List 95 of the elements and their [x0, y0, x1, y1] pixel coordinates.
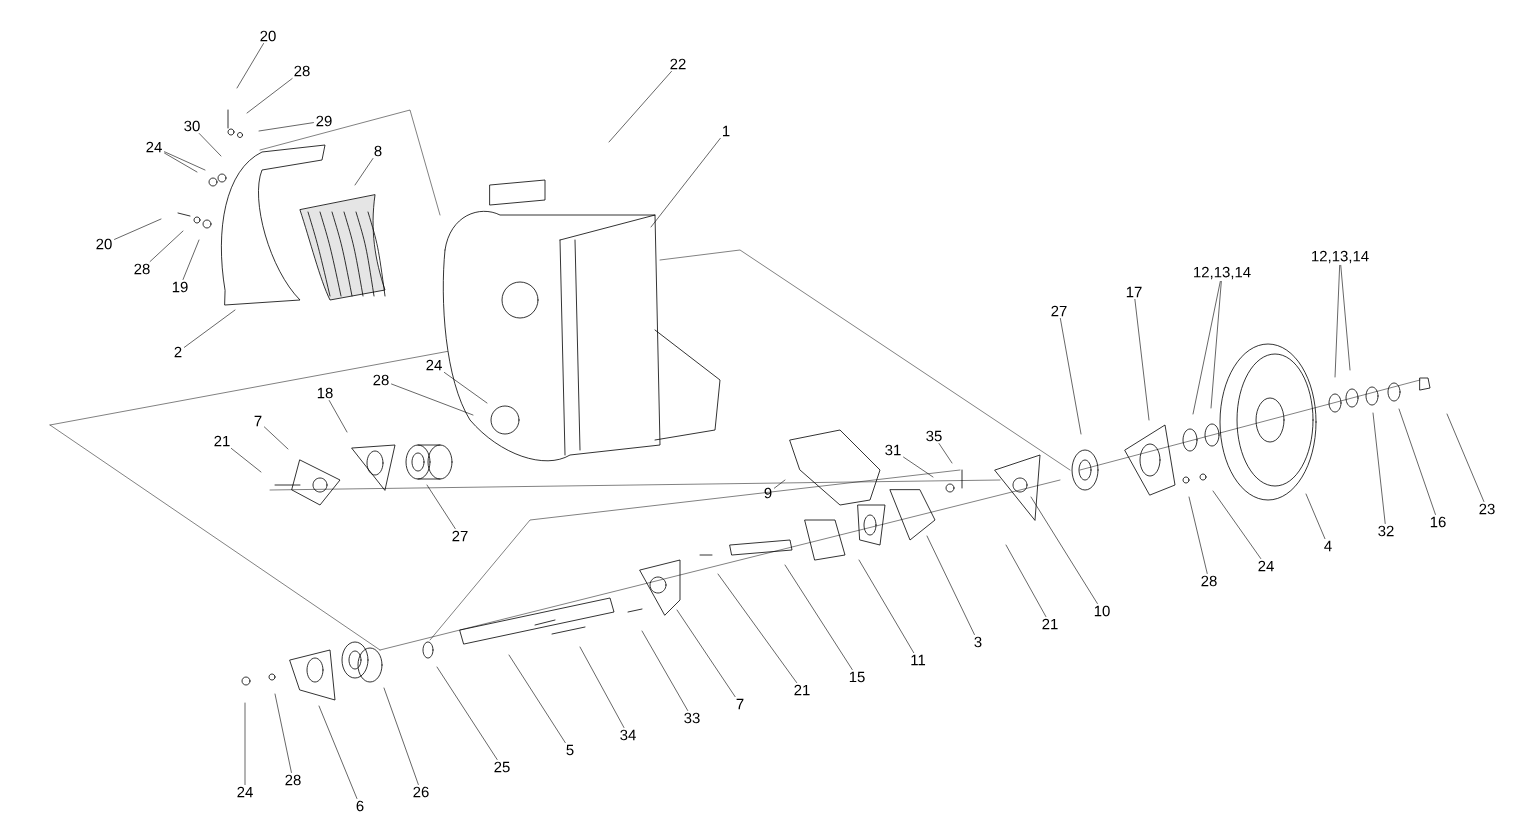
callout-number: 16	[1430, 516, 1446, 528]
leader-line	[1372, 412, 1386, 524]
leader-line	[717, 573, 797, 683]
leader-line	[1210, 281, 1222, 409]
callout-number: 24	[426, 359, 442, 371]
leader-line	[328, 400, 348, 433]
leader-line	[1192, 281, 1221, 415]
callout-number: 17	[1126, 286, 1142, 298]
callout-number: 21	[214, 435, 230, 447]
callout-number: 27	[1051, 305, 1067, 317]
leader-line	[508, 654, 566, 743]
leader-line	[244, 702, 246, 785]
leader-line	[164, 151, 206, 171]
leader-line	[1340, 265, 1351, 371]
leader-line	[608, 71, 672, 143]
leader-line	[784, 564, 853, 670]
leader-line	[650, 138, 721, 228]
leader-line	[1005, 544, 1047, 617]
callout-number: 27	[452, 530, 468, 542]
callout-number: 21	[794, 684, 810, 696]
leader-line	[1134, 299, 1150, 421]
callout-number: 29	[316, 115, 332, 127]
leader-line	[676, 609, 736, 697]
leader-line	[774, 479, 786, 489]
leader-line	[926, 535, 975, 635]
callout-number: 12,13,14	[1312, 250, 1369, 264]
callout-number: 28	[1201, 575, 1217, 587]
leader-line	[318, 705, 358, 799]
leader-line	[579, 646, 625, 728]
leader-line	[383, 687, 419, 785]
callout-number: 31	[885, 444, 901, 456]
leader-line	[1060, 318, 1082, 435]
leader-line	[903, 456, 934, 478]
leader-line	[1446, 413, 1485, 502]
leader-line	[444, 372, 488, 404]
callout-number: 19	[172, 281, 188, 293]
callout-number: 28	[294, 65, 310, 77]
leader-line	[198, 133, 222, 157]
leader-line	[1030, 496, 1098, 604]
leader-line	[236, 43, 264, 89]
callout-number: 34	[620, 729, 636, 741]
leader-line	[426, 484, 456, 529]
callout-number: 4	[1324, 540, 1332, 552]
callout-number: 28	[373, 374, 389, 386]
callout-number: 6	[356, 800, 364, 812]
leader-line	[184, 309, 236, 348]
callout-number: 20	[96, 238, 112, 250]
callout-number: 9	[764, 487, 772, 499]
leader-line	[858, 559, 914, 653]
callout-number: 18	[317, 387, 333, 399]
callout-number: 7	[736, 698, 744, 710]
leader-line	[1305, 493, 1326, 539]
callout-number: 28	[134, 263, 150, 275]
leader-line	[246, 78, 293, 114]
callout-number: 28	[285, 774, 301, 786]
leader-line	[114, 218, 162, 240]
leader-line	[258, 122, 314, 132]
callout-number: 33	[684, 712, 700, 724]
leader-line	[938, 443, 953, 464]
callout-number: 35	[926, 430, 942, 442]
leader-line	[436, 666, 498, 760]
callout-number: 23	[1479, 503, 1495, 515]
leader-line	[1212, 490, 1262, 559]
leader-line	[164, 152, 198, 173]
leader-line	[231, 448, 262, 473]
leader-line	[1334, 265, 1340, 378]
callout-number: 25	[494, 761, 510, 773]
callout-number: 1	[723, 125, 730, 137]
leader-line	[149, 230, 184, 262]
leader-line	[264, 426, 289, 450]
callout-number: 7	[254, 415, 262, 427]
callout-number: 8	[374, 145, 382, 157]
callout-number: 2	[174, 346, 182, 358]
callout-number: 24	[1258, 560, 1274, 572]
leader-line	[1188, 496, 1208, 574]
leader-line	[1398, 408, 1436, 515]
callout-number: 12,13,14	[1194, 266, 1251, 280]
callout-number: 22	[670, 58, 686, 70]
callout-number: 15	[849, 671, 865, 683]
callout-number: 3	[974, 636, 982, 648]
leader-line	[354, 158, 374, 186]
callout-number: 30	[184, 120, 200, 132]
callout-number: 32	[1378, 525, 1394, 537]
callout-number: 10	[1094, 605, 1110, 617]
callout-number: 20	[260, 30, 276, 42]
callout-number: 24	[146, 141, 162, 153]
callout-number: 21	[1042, 618, 1058, 630]
leader-line	[641, 630, 688, 711]
leader-line	[391, 383, 474, 416]
callout-number: 11	[911, 654, 926, 666]
callout-number: 26	[413, 786, 429, 798]
callout-number: 5	[566, 744, 574, 756]
leader-line	[274, 693, 292, 773]
leader-line	[182, 239, 200, 280]
callout-number: 24	[237, 786, 253, 798]
